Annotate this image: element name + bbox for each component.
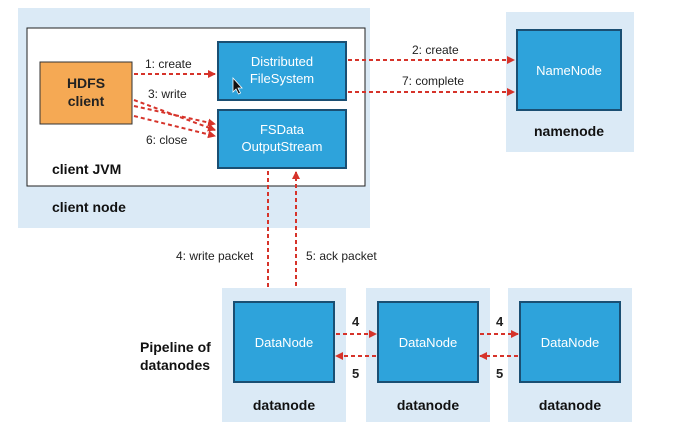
mouse-cursor-icon — [232, 76, 243, 95]
datanode-2-box — [377, 301, 479, 383]
label-create1: 1: create — [145, 57, 192, 71]
label-dn1-dn2: 4 — [352, 314, 360, 329]
fsdata-outputstream-box — [217, 109, 347, 169]
datanode-3-label: datanode — [539, 397, 601, 413]
label-dn3-dn2: 5 — [496, 366, 503, 381]
namenode-box-label: NameNode — [536, 63, 602, 78]
pipeline-label-line1: Pipeline of — [140, 339, 211, 355]
datanode-2-label: datanode — [397, 397, 459, 413]
label-close6: 6: close — [146, 133, 188, 147]
hdfs-client-box — [39, 61, 133, 125]
arrow-write3b — [133, 99, 216, 132]
hdfs-client-line2: client — [68, 93, 105, 109]
namenode-label: namenode — [534, 123, 604, 139]
hdfs-client-line1: HDFS — [67, 75, 105, 91]
datanode-2-box-label: DataNode — [399, 335, 458, 350]
label-create2: 2: create — [412, 43, 459, 57]
label-dn2-dn1: 5 — [352, 366, 359, 381]
pipeline-label-line2: datanodes — [140, 357, 210, 373]
label-write3: 3: write — [148, 87, 187, 101]
dfs-line1: Distributed — [251, 54, 313, 69]
datanode-1-box — [233, 301, 335, 383]
client-jvm-label: client JVM — [52, 161, 121, 177]
datanode-1-label: datanode — [253, 397, 315, 413]
label-complete7: 7: complete — [402, 74, 464, 88]
datanode-3-box-label: DataNode — [541, 335, 600, 350]
label-ack-packet: 5: ack packet — [306, 249, 377, 263]
label-dn2-dn3: 4 — [496, 314, 504, 329]
dfs-line2: FileSystem — [250, 71, 314, 86]
fsdata-line2: OutputStream — [242, 139, 323, 154]
datanode-1-box-label: DataNode — [255, 335, 314, 350]
datanode-3-box — [519, 301, 621, 383]
label-write-packet: 4: write packet — [176, 249, 254, 263]
namenode-box — [516, 29, 622, 111]
client-node-label: client node — [52, 199, 126, 215]
fsdata-line1: FSData — [260, 122, 305, 137]
